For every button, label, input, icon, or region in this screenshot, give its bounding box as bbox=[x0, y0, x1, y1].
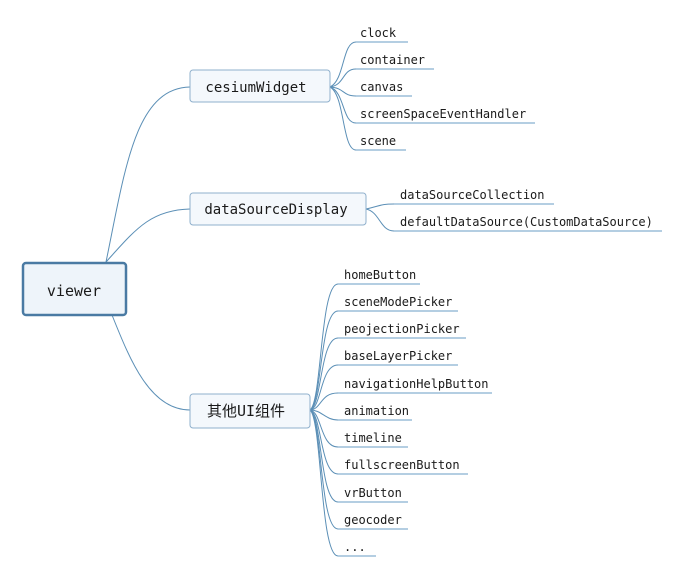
leaf-scene[interactable]: scene bbox=[356, 134, 406, 151]
leaf-label: navigationHelpButton bbox=[344, 377, 489, 391]
datasourcedisplay-leaves: dataSourceCollection defaultDataSource(C… bbox=[394, 188, 662, 232]
connector-peojectionpicker bbox=[309, 337, 339, 411]
connector-root-otherui bbox=[111, 314, 191, 411]
leaf-ellipsis[interactable]: ... bbox=[338, 540, 376, 557]
connector-clock bbox=[329, 41, 357, 88]
leaf-datasourcecollection[interactable]: dataSourceCollection bbox=[394, 188, 554, 205]
leaf-canvas[interactable]: canvas bbox=[356, 80, 412, 97]
leaf-label: canvas bbox=[360, 80, 403, 94]
connector-container bbox=[329, 68, 357, 88]
connector-screenspaceeventhandler bbox=[329, 86, 357, 124]
leaf-label: peojectionPicker bbox=[344, 322, 460, 336]
leaf-label: clock bbox=[360, 26, 397, 40]
leaf-label: geocoder bbox=[344, 513, 402, 527]
leaf-label: dataSourceCollection bbox=[400, 188, 545, 202]
branch-node-otherui[interactable]: 其他UI组件 bbox=[189, 393, 311, 429]
connector-datasourcecollection bbox=[365, 203, 395, 210]
connector-root-cesiumwidget bbox=[105, 86, 191, 263]
leaf-baselayerpicker[interactable]: baseLayerPicker bbox=[338, 349, 458, 366]
connector-root-datasourcedisplay bbox=[105, 208, 191, 263]
leaf-label: baseLayerPicker bbox=[344, 349, 452, 363]
branch-node-datasourcedisplay[interactable]: dataSourceDisplay bbox=[189, 192, 367, 226]
leaf-label: animation bbox=[344, 404, 409, 418]
cesiumwidget-connectors bbox=[329, 41, 357, 151]
connector-defaultdatasource bbox=[365, 208, 395, 232]
branch-node-box bbox=[189, 192, 367, 226]
leaf-label: scene bbox=[360, 134, 396, 148]
branch-node-label: 其他UI组件 bbox=[207, 402, 285, 420]
leaf-homebutton[interactable]: homeButton bbox=[338, 268, 420, 285]
leaf-fullscreenbutton[interactable]: fullscreenButton bbox=[338, 458, 468, 475]
leaf-label: fullscreenButton bbox=[344, 458, 460, 472]
leaf-label: defaultDataSource(CustomDataSource) bbox=[400, 215, 653, 229]
leaf-label: vrButton bbox=[344, 486, 402, 500]
otherui-leaves: homeButton sceneModePicker peojectionPic… bbox=[338, 268, 492, 557]
branch-node-label: cesiumWidget bbox=[205, 80, 306, 96]
root-node-label: viewer bbox=[47, 282, 101, 300]
leaf-label: ... bbox=[344, 540, 366, 554]
branch-node-box bbox=[189, 393, 311, 429]
leaf-peojectionpicker[interactable]: peojectionPicker bbox=[338, 322, 466, 339]
root-node[interactable]: viewer bbox=[21, 261, 128, 317]
leaf-navigationhelpbutton[interactable]: navigationHelpButton bbox=[338, 377, 492, 394]
connector-baselayerpicker bbox=[309, 364, 339, 411]
leaf-clock[interactable]: clock bbox=[356, 26, 408, 43]
datasourcedisplay-connectors bbox=[365, 203, 395, 232]
connector-navigationhelpbutton bbox=[309, 392, 339, 411]
connector-fullscreenbutton bbox=[309, 409, 339, 475]
connector-canvas bbox=[329, 86, 357, 97]
connector-animation bbox=[309, 409, 339, 421]
leaf-scenemodepicker[interactable]: sceneModePicker bbox=[338, 295, 458, 312]
root-node-box bbox=[21, 261, 128, 317]
connector-scene bbox=[329, 86, 357, 151]
connector-ellipsis bbox=[309, 409, 339, 557]
leaf-label: sceneModePicker bbox=[344, 295, 452, 309]
branch-node-label: dataSourceDisplay bbox=[204, 202, 347, 218]
leaf-vrbutton[interactable]: vrButton bbox=[338, 486, 408, 503]
connector-homebutton bbox=[309, 283, 339, 411]
leaf-geocoder[interactable]: geocoder bbox=[338, 513, 408, 530]
leaf-container[interactable]: container bbox=[356, 53, 434, 70]
leaf-timeline[interactable]: timeline bbox=[338, 431, 408, 448]
leaf-animation[interactable]: animation bbox=[338, 404, 412, 421]
leaf-defaultdatasource[interactable]: defaultDataSource(CustomDataSource) bbox=[394, 215, 662, 232]
leaf-label: timeline bbox=[344, 431, 402, 445]
leaf-label: screenSpaceEventHandler bbox=[360, 107, 526, 121]
leaf-screenspaceeventhandler[interactable]: screenSpaceEventHandler bbox=[356, 107, 535, 124]
leaf-label: homeButton bbox=[344, 268, 416, 282]
otherui-connectors bbox=[309, 283, 339, 557]
cesiumwidget-leaves: clock container canvas screenSpaceEventH… bbox=[356, 26, 535, 151]
connector-scenemodepicker bbox=[309, 310, 339, 411]
branch-node-box bbox=[189, 69, 331, 103]
branch-node-cesiumwidget[interactable]: cesiumWidget bbox=[189, 69, 331, 103]
leaf-label: container bbox=[360, 53, 425, 67]
connector-timeline bbox=[309, 409, 339, 448]
root-connectors bbox=[105, 86, 191, 411]
